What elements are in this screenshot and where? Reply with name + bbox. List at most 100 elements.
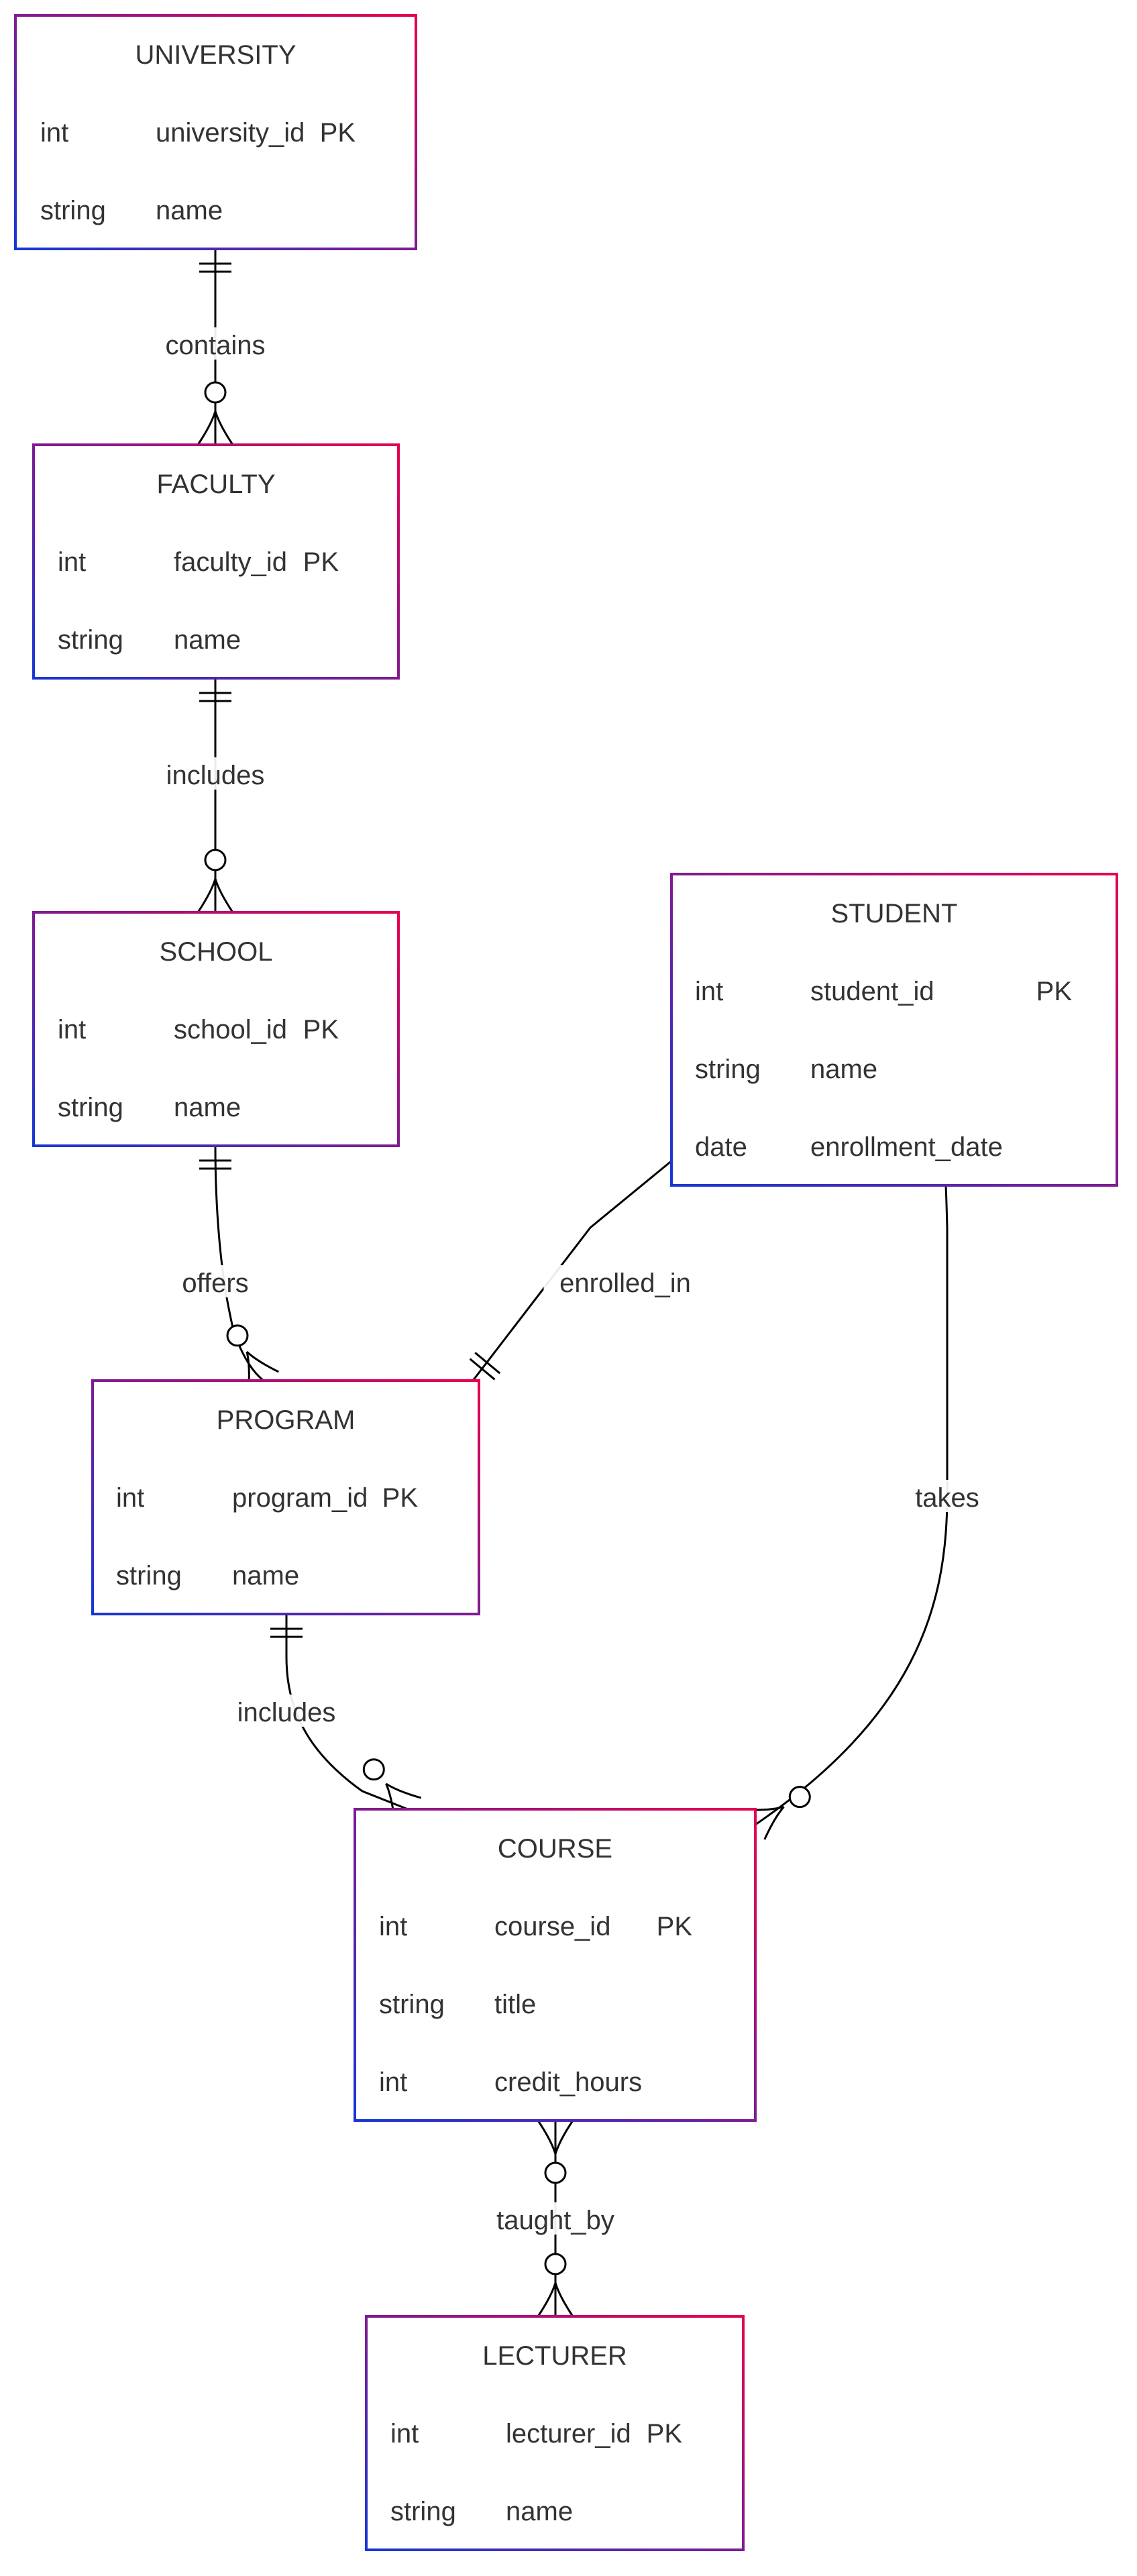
- attribute-key: PK: [303, 547, 339, 577]
- cardinality-zero-circle: [226, 1324, 249, 1347]
- cardinality-bar: [469, 1358, 496, 1381]
- relationship-label: includes: [155, 757, 276, 790]
- cardinality-zero-circle: [788, 1786, 811, 1809]
- relationship-offers: [199, 1145, 280, 1390]
- entity-university[interactable]: UNIVERSITY int university_id PK string name: [14, 14, 417, 250]
- attribute-type: string: [40, 196, 106, 225]
- relationship-label: taught_by: [488, 2202, 623, 2235]
- attribute-name: lecturer_id: [506, 2419, 631, 2449]
- relationship-lines-layer: [197, 249, 961, 2317]
- attribute-type: int: [58, 1015, 86, 1044]
- attribute-key: PK: [657, 1912, 693, 1941]
- cardinality-zero-circle: [204, 381, 227, 404]
- crows-foot-prong: [537, 2120, 557, 2155]
- entity-title: UNIVERSITY: [135, 40, 296, 70]
- relationship-includes: [197, 678, 234, 913]
- crows-foot-prong: [537, 2282, 557, 2317]
- attribute-type: int: [116, 1483, 144, 1513]
- relationship-label-background: [488, 2202, 623, 2235]
- entity-title: SCHOOL: [160, 937, 273, 967]
- cardinality-zero-circle: [362, 1758, 385, 1781]
- relationship-label-background: [908, 1480, 987, 1512]
- attribute-name: faculty_id: [174, 547, 287, 577]
- relationship-label-text: includes: [166, 761, 265, 790]
- attribute-name: enrollment_date: [810, 1132, 1003, 1162]
- crows-foot-prong: [214, 411, 234, 445]
- relationship-label: enrolled_in: [543, 1265, 707, 1298]
- entity-box: [32, 911, 400, 1147]
- relationship-label-background: [226, 1695, 347, 1727]
- cardinality-bar: [474, 1352, 501, 1375]
- entity-title: STUDENT: [831, 899, 958, 928]
- attribute-key: PK: [647, 2419, 683, 2449]
- attribute-name: name: [506, 2497, 573, 2526]
- cardinality-zero-circle: [544, 2161, 567, 2184]
- attribute-name: name: [174, 625, 241, 655]
- attribute-key: PK: [303, 1015, 339, 1044]
- attribute-type: int: [695, 977, 723, 1006]
- attribute-type: int: [379, 1912, 407, 1941]
- attribute-name: name: [232, 1561, 299, 1591]
- entity-school[interactable]: SCHOOL int school_id PK string name: [32, 911, 400, 1147]
- attribute-type: date: [695, 1132, 747, 1162]
- attribute-name: name: [174, 1093, 241, 1122]
- crows-foot-prong: [197, 878, 217, 913]
- relationship-line: [755, 1107, 949, 1826]
- attribute-key: PK: [320, 118, 356, 148]
- relationship-label-text: enrolled_in: [559, 1269, 691, 1298]
- attribute-type: int: [379, 2068, 407, 2097]
- attribute-type: string: [390, 2497, 456, 2526]
- entity-box: [365, 2315, 745, 2551]
- relationship-taught-by: [537, 2120, 574, 2317]
- crows-foot-prong: [554, 2120, 574, 2155]
- relationship-label-text: contains: [166, 331, 266, 360]
- attribute-type: string: [695, 1055, 761, 1084]
- attribute-type: string: [58, 625, 123, 655]
- entity-box: [14, 14, 417, 250]
- entity-box: [32, 443, 400, 680]
- relationship-label: takes: [908, 1480, 987, 1513]
- attribute-type: string: [379, 1990, 445, 2019]
- relationship-label: includes: [226, 1695, 347, 1727]
- relationship-label-background: [155, 327, 276, 360]
- entity-lecturer[interactable]: LECTURER int lecturer_id PK string name: [365, 2315, 745, 2551]
- entity-title: PROGRAM: [217, 1405, 356, 1435]
- attribute-type: int: [58, 547, 86, 577]
- relationship-label-text: includes: [237, 1698, 336, 1727]
- attribute-name: name: [810, 1055, 877, 1084]
- crows-foot-prong: [197, 411, 217, 445]
- relationship-label-text: takes: [915, 1483, 979, 1513]
- entity-title: COURSE: [498, 1834, 612, 1864]
- attribute-name: name: [156, 196, 223, 225]
- crows-foot-prong: [214, 878, 234, 913]
- attribute-type: int: [390, 2419, 419, 2449]
- crows-foot-prong: [554, 2282, 574, 2317]
- entity-program[interactable]: PROGRAM int program_id PK string name: [91, 1379, 480, 1615]
- relationship-takes: [746, 1102, 961, 1840]
- relationship-label-text: taught_by: [496, 2206, 614, 2235]
- relationship-label-background: [155, 757, 276, 790]
- attribute-name: title: [494, 1990, 536, 2019]
- attribute-name: university_id: [156, 118, 305, 148]
- entity-title: LECTURER: [482, 2341, 627, 2371]
- attribute-type: int: [40, 118, 68, 148]
- attribute-type: string: [116, 1561, 182, 1591]
- attribute-name: school_id: [174, 1015, 287, 1044]
- cardinality-zero-circle: [204, 849, 227, 871]
- relationship-line: [285, 1614, 409, 1811]
- relationship-line: [214, 1145, 264, 1382]
- attribute-name: credit_hours: [494, 2068, 642, 2097]
- attribute-type: string: [58, 1093, 123, 1122]
- relationship-label-background: [169, 1265, 262, 1297]
- attribute-name: program_id: [232, 1483, 368, 1513]
- attribute-key: PK: [382, 1483, 419, 1513]
- attribute-key: PK: [1036, 977, 1073, 1006]
- relationship-label-background: [543, 1265, 707, 1297]
- crows-foot-prong: [385, 1782, 422, 1799]
